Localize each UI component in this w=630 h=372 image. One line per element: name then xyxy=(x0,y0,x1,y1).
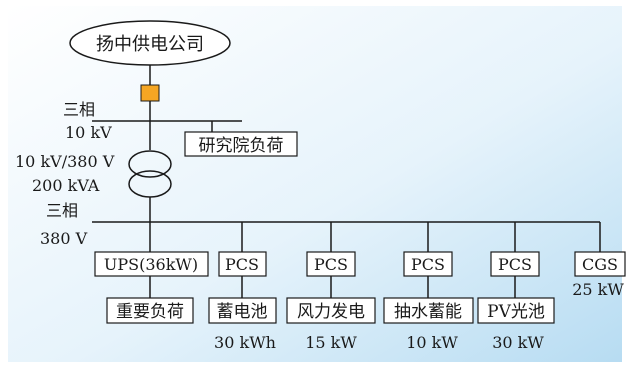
cgs-label: CGS xyxy=(582,255,618,274)
research-load-box xyxy=(184,131,298,157)
transformer-capacity: 200 kVA xyxy=(32,176,100,195)
bus-380v-phase: 三相 xyxy=(46,201,78,220)
wind-label: 风力发电 xyxy=(297,302,365,322)
ups-box xyxy=(94,251,209,277)
battery-capacity: 30 kWh xyxy=(214,333,276,352)
pumped-storage-pcs-box xyxy=(403,251,453,277)
wind-box xyxy=(286,297,376,324)
pumped-storage-pcs-label: PCS xyxy=(411,255,445,274)
branch-pv: PCS PV光池 30 kW xyxy=(477,222,555,352)
battery-pcs-box xyxy=(218,251,267,277)
wind-capacity: 15 kW xyxy=(305,333,357,352)
cgs-box xyxy=(574,251,626,277)
branch-cgs: CGS 25 kW xyxy=(572,222,626,299)
important-load-label: 重要负荷 xyxy=(116,302,184,322)
pv-pcs-label: PCS xyxy=(498,255,532,274)
pumped-storage-box xyxy=(383,297,474,324)
pumped-storage-capacity: 10 kW xyxy=(406,333,458,352)
pv-box xyxy=(477,297,555,324)
cgs-capacity: 25 kW xyxy=(572,280,624,299)
research-load-label: 研究院负荷 xyxy=(199,136,284,156)
utility-source-label: 扬中供电公司 xyxy=(96,34,204,55)
battery-box xyxy=(208,297,277,324)
wind-pcs-label: PCS xyxy=(314,255,348,274)
pv-capacity: 30 kW xyxy=(492,333,544,352)
transformer-primary-coil xyxy=(128,150,172,178)
branch-pumped-storage: PCS 抽水蓄能 10 kW xyxy=(383,222,474,352)
bus-380v-voltage: 380 V xyxy=(40,229,88,248)
bus-10kv-voltage: 10 kV xyxy=(65,123,112,142)
bus-10kv-phase: 三相 xyxy=(63,100,95,119)
transformer-ratio: 10 kV/380 V xyxy=(15,152,115,171)
important-load-box xyxy=(106,297,194,324)
battery-pcs-label: PCS xyxy=(225,255,259,274)
pv-label: PV光池 xyxy=(487,302,545,322)
branch-battery: PCS 蓄电池 30 kWh xyxy=(208,222,277,352)
battery-label: 蓄电池 xyxy=(217,302,268,322)
breaker-symbol xyxy=(140,84,160,102)
pumped-storage-label: 抽水蓄能 xyxy=(394,302,462,322)
branch-ups: UPS(36kW) 重要负荷 xyxy=(94,222,209,324)
pv-pcs-box xyxy=(490,251,540,277)
ups-label: UPS(36kW) xyxy=(104,255,198,274)
branch-wind: PCS 风力发电 15 kW xyxy=(286,222,376,352)
